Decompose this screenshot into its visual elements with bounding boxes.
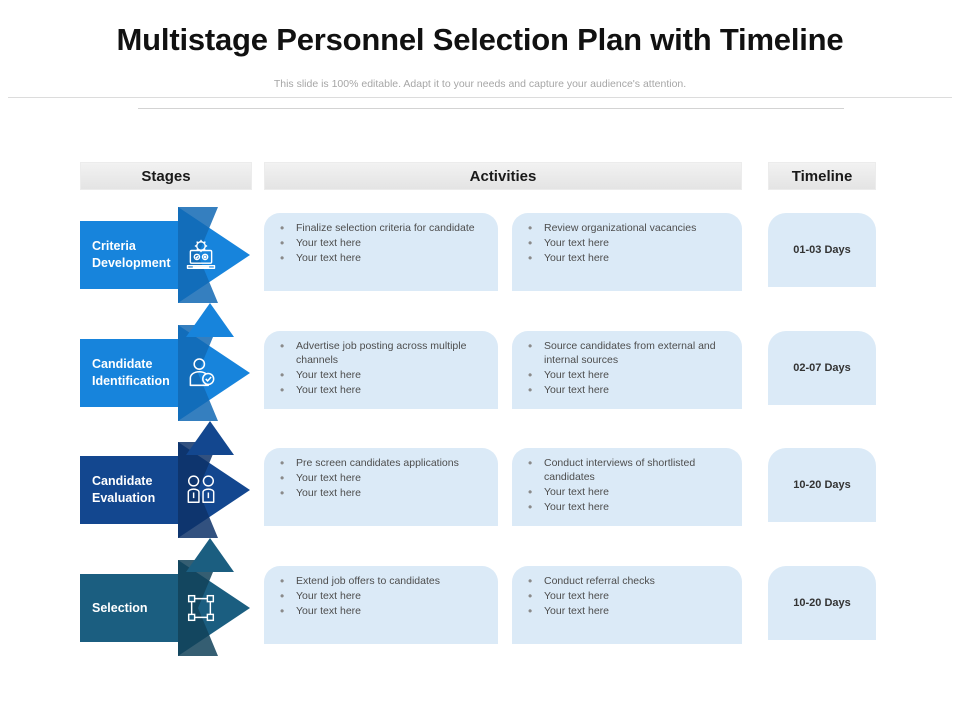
timeline-badge: 01-03 Days (768, 213, 876, 287)
stage-label: Criteria Development (92, 239, 171, 270)
stage-label: Selection (92, 600, 148, 615)
page-subtitle: This slide is 100% editable. Adapt it to… (273, 78, 687, 90)
activity-card[interactable]: Extend job offers to candidatesYour text… (264, 566, 498, 644)
activity-card[interactable]: Source candidates from external and inte… (512, 331, 742, 409)
activity-bullet: Your text here (278, 368, 488, 384)
laptop-gear-icon (182, 237, 220, 273)
stage-arrow[interactable]: Selection (80, 560, 250, 656)
stage-row: Candidate Evaluation Pre screen candidate… (0, 442, 960, 538)
stage-row: Selection Extend job offers to candidates… (0, 560, 960, 656)
two-people-icon (182, 472, 220, 508)
activity-bullet: Your text here (278, 604, 488, 620)
activity-list: Pre screen candidates applicationsYour t… (278, 456, 488, 502)
activity-bullet: Your text here (526, 589, 732, 605)
activity-bullet: Your text here (278, 251, 488, 267)
stage-connector (186, 421, 234, 455)
activity-bullet: Your text here (278, 589, 488, 605)
activity-bullet: Source candidates from external and inte… (526, 339, 732, 368)
activity-bullet: Your text here (278, 383, 488, 399)
timeline-badge: 10-20 Days (768, 566, 876, 640)
timeline-badge: 10-20 Days (768, 448, 876, 522)
divider-secondary (138, 108, 844, 109)
activity-card[interactable]: Review organizational vacanciesYour text… (512, 213, 742, 291)
column-header-stages: Stages (80, 162, 252, 190)
selection-frame-icon (182, 590, 220, 626)
activity-list: Extend job offers to candidatesYour text… (278, 574, 488, 620)
stage-label: Candidate Identification (92, 357, 170, 388)
activity-card[interactable]: Conduct referral checksYour text hereYou… (512, 566, 742, 644)
activity-bullet: Your text here (526, 500, 732, 516)
activity-list: Conduct referral checksYour text hereYou… (526, 574, 732, 620)
stage-row: Candidate Identification Advertise job po… (0, 325, 960, 421)
activity-bullet: Your text here (526, 368, 732, 384)
stage-arrow-body (80, 339, 188, 407)
activity-bullet: Your text here (526, 236, 732, 252)
stage-connector (186, 303, 234, 337)
column-header-activities: Activities (264, 162, 742, 190)
activity-bullet: Your text here (526, 485, 732, 501)
activity-bullet: Your text here (526, 383, 732, 399)
stage-label: Candidate Evaluation (92, 474, 156, 505)
activity-bullet: Finalize selection criteria for candidat… (278, 221, 488, 237)
activity-card[interactable]: Finalize selection criteria for candidat… (264, 213, 498, 291)
activity-list: Finalize selection criteria for candidat… (278, 221, 488, 267)
stage-arrow[interactable]: Criteria Development (80, 207, 250, 303)
activity-card[interactable]: Advertise job posting across multiple ch… (264, 331, 498, 409)
activity-bullet: Pre screen candidates applications (278, 456, 488, 472)
activity-bullet: Your text here (526, 604, 732, 620)
activity-card[interactable]: Conduct interviews of shortlisted candid… (512, 448, 742, 526)
activity-bullet: Extend job offers to candidates (278, 574, 488, 590)
stage-arrow[interactable]: Candidate Evaluation (80, 442, 250, 538)
activity-bullet: Your text here (278, 236, 488, 252)
stage-arrow-body (80, 221, 188, 289)
activity-bullet: Your text here (278, 486, 488, 502)
activity-bullet: Review organizational vacancies (526, 221, 732, 237)
activity-bullet: Your text here (526, 251, 732, 267)
activity-card[interactable]: Pre screen candidates applicationsYour t… (264, 448, 498, 526)
person-check-icon (182, 355, 220, 391)
stage-arrow-body (80, 574, 188, 642)
stage-arrow[interactable]: Candidate Identification (80, 325, 250, 421)
stage-arrow-body (80, 456, 188, 524)
divider-top (8, 97, 952, 98)
activity-list: Advertise job posting across multiple ch… (278, 339, 488, 399)
page-title: Multistage Personnel Selection Plan with… (116, 22, 844, 57)
activity-list: Conduct interviews of shortlisted candid… (526, 456, 732, 516)
activity-bullet: Advertise job posting across multiple ch… (278, 339, 488, 368)
activity-bullet: Conduct interviews of shortlisted candid… (526, 456, 732, 485)
timeline-badge: 02-07 Days (768, 331, 876, 405)
activity-bullet: Conduct referral checks (526, 574, 732, 590)
stage-row: Criteria Development Finalize selection c… (0, 207, 960, 303)
activity-list: Source candidates from external and inte… (526, 339, 732, 399)
stage-connector (186, 538, 234, 572)
activity-list: Review organizational vacanciesYour text… (526, 221, 732, 267)
column-header-timeline: Timeline (768, 162, 876, 190)
activity-bullet: Your text here (278, 471, 488, 487)
